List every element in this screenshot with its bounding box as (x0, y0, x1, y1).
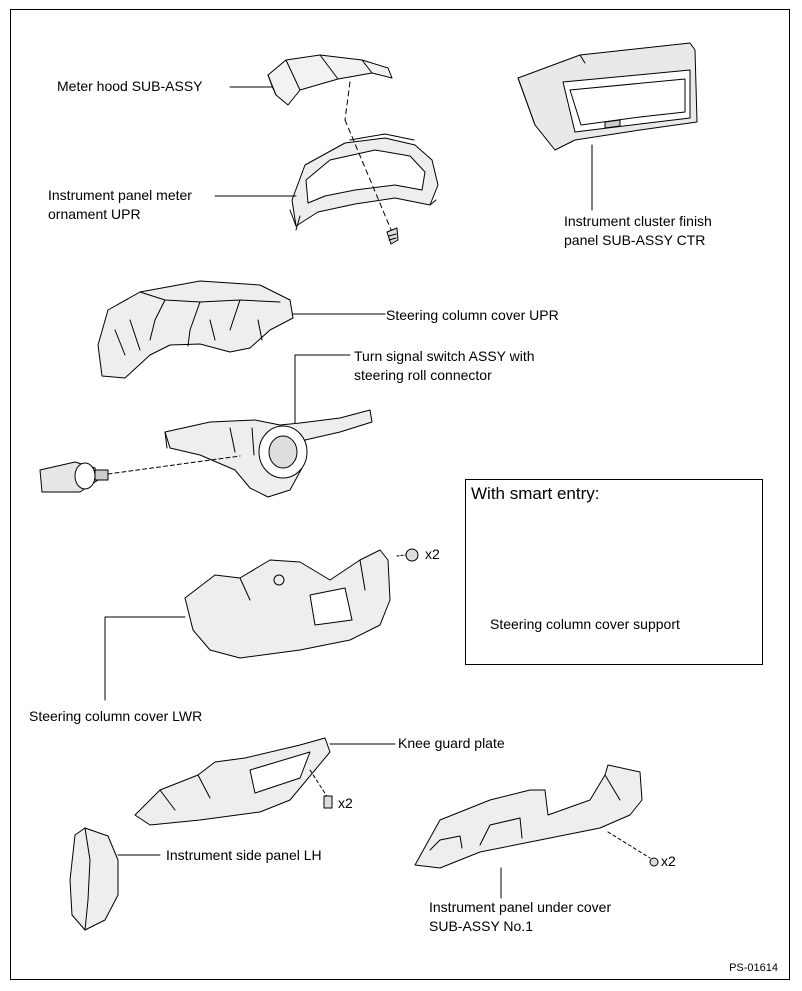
steering-shaft-part (39, 461, 109, 493)
qty-column-clip: x2 (425, 546, 440, 562)
column-cover-lwr-part (184, 549, 391, 659)
knee-guard-plate-part (134, 737, 331, 826)
knee-bolt-dash (309, 769, 329, 799)
inset-title: With smart entry: (471, 484, 600, 503)
label-cover-support: Steering column cover support (490, 616, 680, 632)
label-turn-signal-line1: Turn signal switch ASSY with (354, 348, 535, 364)
side-panel-part (69, 827, 119, 931)
label-meter-hood: Meter hood SUB-ASSY (57, 78, 203, 94)
label-side-panel: Instrument side panel LH (166, 847, 322, 863)
turn-signal-switch-part (164, 409, 373, 498)
under-cover-part (414, 764, 643, 869)
label-ornament-line2: ornament UPR (48, 206, 141, 222)
label-knee-guard: Knee guard plate (398, 735, 505, 751)
shaft-alignment-dash (107, 455, 241, 475)
column-cover-upr-part (97, 280, 294, 379)
qty-knee-bolt: x2 (338, 795, 353, 811)
under-cover-screw-part (649, 857, 659, 867)
column-clip-part (396, 548, 419, 562)
alignment-dash-line (344, 81, 393, 233)
label-cluster-finish-line1: Instrument cluster finish (564, 213, 712, 229)
qty-under-cover-screw: x2 (661, 853, 676, 869)
label-column-cover-lwr: Steering column cover LWR (29, 708, 203, 724)
figure-code: PS-01614 (729, 962, 778, 974)
meter-ornament-part (289, 133, 439, 231)
column-cover-lwr-leader (104, 616, 186, 701)
under-cover-screw-dash (607, 831, 651, 859)
ornament-screw-part (386, 227, 399, 245)
cluster-finish-panel-part (517, 42, 698, 151)
label-under-cover-line2: SUB-ASSY No.1 (429, 918, 534, 934)
label-ornament-line1: Instrument panel meter (48, 187, 192, 203)
label-turn-signal-line2: steering roll connector (354, 367, 492, 383)
label-under-cover-line1: Instrument panel under cover (429, 899, 612, 915)
label-column-cover-upr: Steering column cover UPR (386, 307, 559, 323)
diagram-frame (10, 9, 790, 980)
knee-bolt-part (323, 795, 333, 809)
meter-hood-part (267, 54, 393, 106)
label-cluster-finish-line2: panel SUB-ASSY CTR (564, 232, 706, 248)
smart-entry-inset: With smart entry: Steering column cover … (465, 479, 763, 665)
turn-signal-leader (294, 354, 351, 424)
